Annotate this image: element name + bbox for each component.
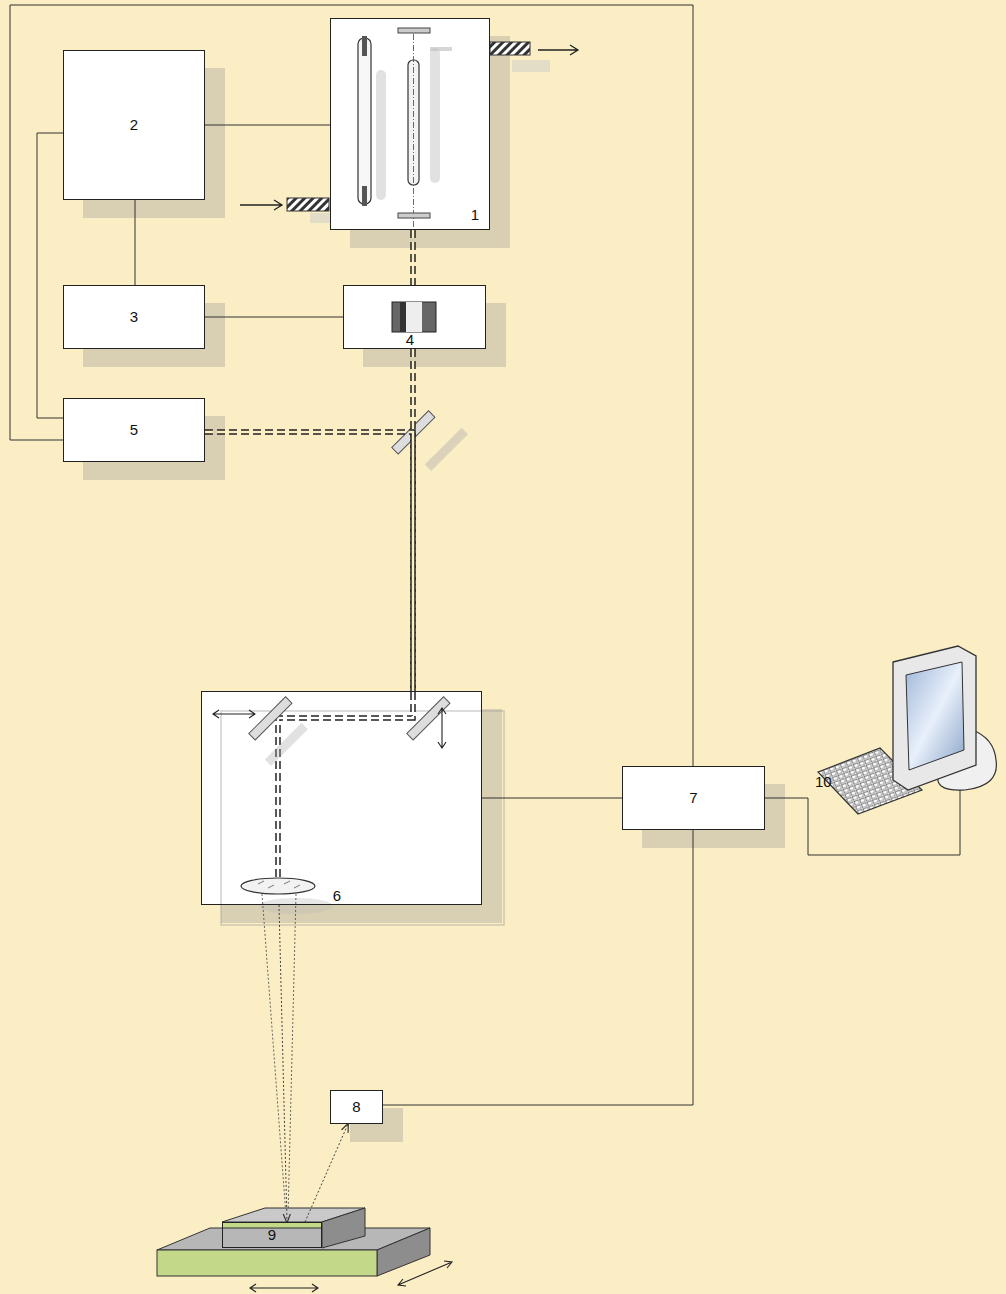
modulator: 4	[343, 285, 486, 349]
box-fill	[330, 18, 490, 230]
ray-path	[305, 1124, 348, 1222]
box-fill	[201, 691, 482, 905]
light-ray	[279, 905, 287, 1222]
ghost-inlet	[310, 213, 330, 223]
pilot-laser: 5	[63, 398, 205, 462]
apparatus-details	[157, 28, 996, 1292]
ray-path	[279, 905, 287, 1222]
box-fill	[63, 50, 205, 200]
signal-wire	[205, 317, 343, 318]
flash-lamp	[358, 38, 371, 204]
output-mirror	[398, 213, 430, 218]
workpiece: 9	[222, 1222, 322, 1248]
callout-number: 10	[815, 773, 832, 790]
beam-core	[412, 230, 415, 285]
wire-path	[37, 133, 63, 418]
workpiece-side	[322, 1208, 365, 1248]
signal-wire	[765, 790, 960, 855]
coolant-inlet	[287, 198, 329, 211]
laser-beam	[413, 230, 414, 285]
coolant-outlet	[490, 42, 530, 55]
ghost-mirror	[265, 723, 308, 766]
stage-front	[157, 1250, 377, 1276]
scanner-unit: 6	[201, 691, 482, 905]
signal-wire	[37, 133, 63, 418]
wire-path	[135, 200, 136, 285]
ghost-splitter	[425, 428, 468, 471]
box-fill	[343, 285, 486, 349]
optical-axis	[413, 34, 414, 230]
motion-arrow	[438, 708, 446, 748]
focused-ray	[262, 894, 296, 1216]
wire-path	[383, 830, 693, 1105]
callout-number: 7	[689, 789, 697, 806]
callout-number: 4	[406, 331, 414, 348]
ghost-lamp	[376, 70, 386, 200]
modulator-crystal	[400, 302, 422, 332]
signal-wire	[482, 798, 622, 799]
monitor	[893, 646, 976, 790]
lens-hatch	[258, 881, 300, 888]
wire-path	[765, 790, 960, 855]
box-fills	[63, 18, 785, 1248]
scanner-beam	[278, 692, 413, 878]
ghost-rod	[430, 48, 440, 183]
scan-mirror	[249, 697, 292, 740]
callout-number: 5	[130, 421, 138, 438]
sensor: 8	[330, 1090, 383, 1124]
box-fill	[330, 1090, 383, 1124]
box-fill	[622, 766, 765, 830]
wire-path	[10, 5, 693, 766]
signal-wire	[205, 125, 330, 126]
wire-path	[205, 317, 343, 318]
laser-head: 1	[330, 18, 490, 230]
callout-number: 3	[130, 308, 138, 325]
signal-wire	[10, 5, 693, 766]
signal-wire	[383, 830, 693, 1105]
laser-beam	[205, 432, 413, 691]
motion-arrow	[250, 1284, 318, 1292]
scanner-beam	[278, 692, 413, 878]
ghost-mirror	[430, 47, 452, 51]
wire-path	[482, 798, 622, 799]
modulator-driver: 3	[63, 285, 205, 349]
controller: 7	[622, 766, 765, 830]
ghost-frame	[221, 711, 504, 925]
beam-core	[205, 432, 413, 691]
flow-arrow	[538, 45, 578, 55]
light-ray	[305, 1124, 348, 1222]
wire-path	[205, 125, 330, 126]
scan-mirror	[407, 697, 450, 740]
modulator-crystal	[392, 302, 436, 332]
lamp-electrode	[362, 186, 367, 206]
computer: 10	[815, 632, 1002, 790]
callout-number: 1	[471, 206, 479, 223]
modulator-crystal	[400, 302, 406, 332]
monitor-screen	[906, 662, 964, 770]
stage-side	[377, 1228, 430, 1276]
box-fill	[63, 285, 205, 349]
box-fill	[63, 398, 205, 462]
callout-number: 8	[352, 1098, 360, 1115]
motion-arrow	[398, 1261, 452, 1286]
signal-wire	[135, 200, 136, 285]
flow-arrow	[240, 200, 282, 210]
callout-number: 6	[333, 887, 341, 904]
callout-number: 9	[268, 1226, 276, 1243]
callout-number: 2	[130, 116, 138, 133]
beam-outline	[205, 432, 413, 691]
beam-outline	[410, 230, 416, 285]
ghost-outlet	[512, 60, 550, 72]
power-supply: 2	[63, 50, 205, 200]
lamp-electrode	[362, 36, 367, 56]
rear-mirror	[398, 28, 430, 33]
motion-arrow	[213, 710, 255, 718]
focusing-lens	[241, 878, 315, 894]
